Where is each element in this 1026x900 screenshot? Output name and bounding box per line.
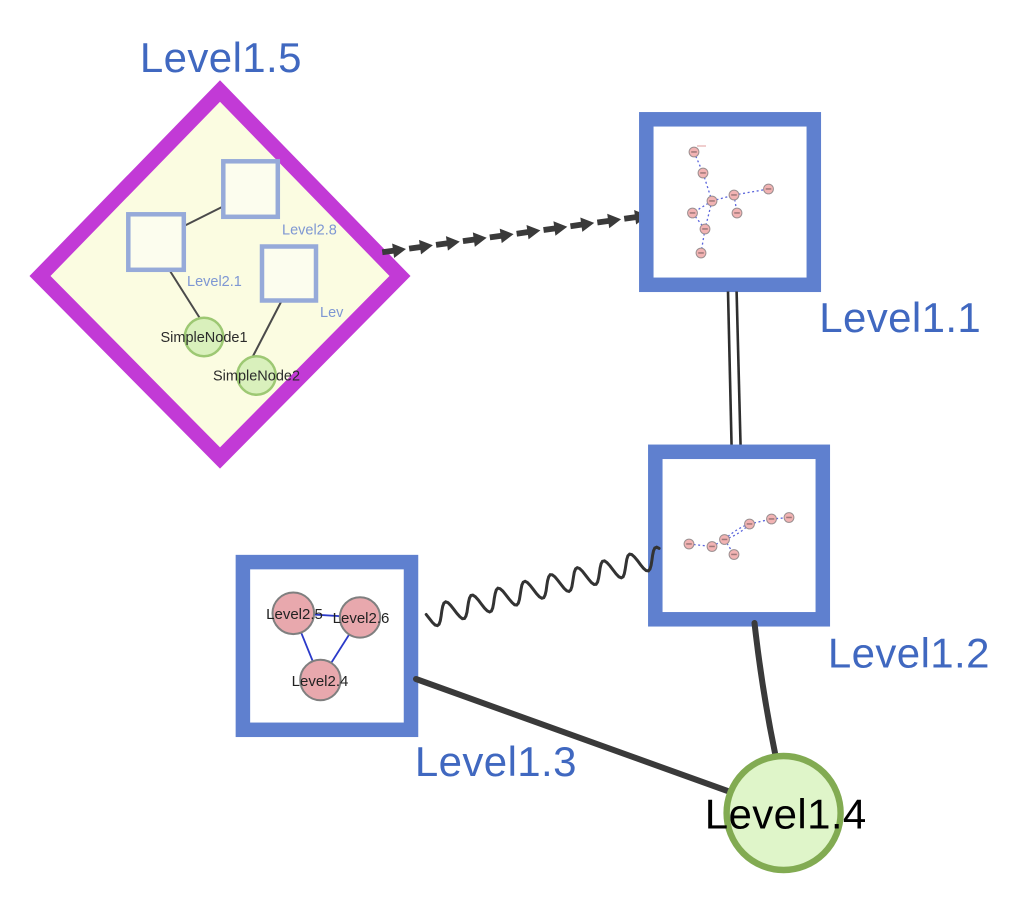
svg-text:Level2.8: Level2.8: [282, 223, 337, 239]
svg-text:Lev: Lev: [320, 305, 344, 321]
svg-text:Level1.1: Level1.1: [819, 294, 981, 341]
svg-text:Level2.5: Level2.5: [266, 606, 323, 623]
svg-text:Level1.2: Level1.2: [828, 630, 990, 677]
svg-text:Level2.1: Level2.1: [187, 274, 242, 290]
svg-text:Level1.4: Level1.4: [705, 790, 867, 837]
svg-text:Level2.4: Level2.4: [292, 673, 349, 690]
svg-text:Level2.6: Level2.6: [333, 610, 390, 627]
svg-text:Level1.3: Level1.3: [415, 738, 577, 785]
svg-text:SimpleNode2: SimpleNode2: [213, 369, 300, 385]
svg-text:SimpleNode1: SimpleNode1: [160, 330, 247, 346]
svg-text:Level1.5: Level1.5: [140, 34, 302, 81]
